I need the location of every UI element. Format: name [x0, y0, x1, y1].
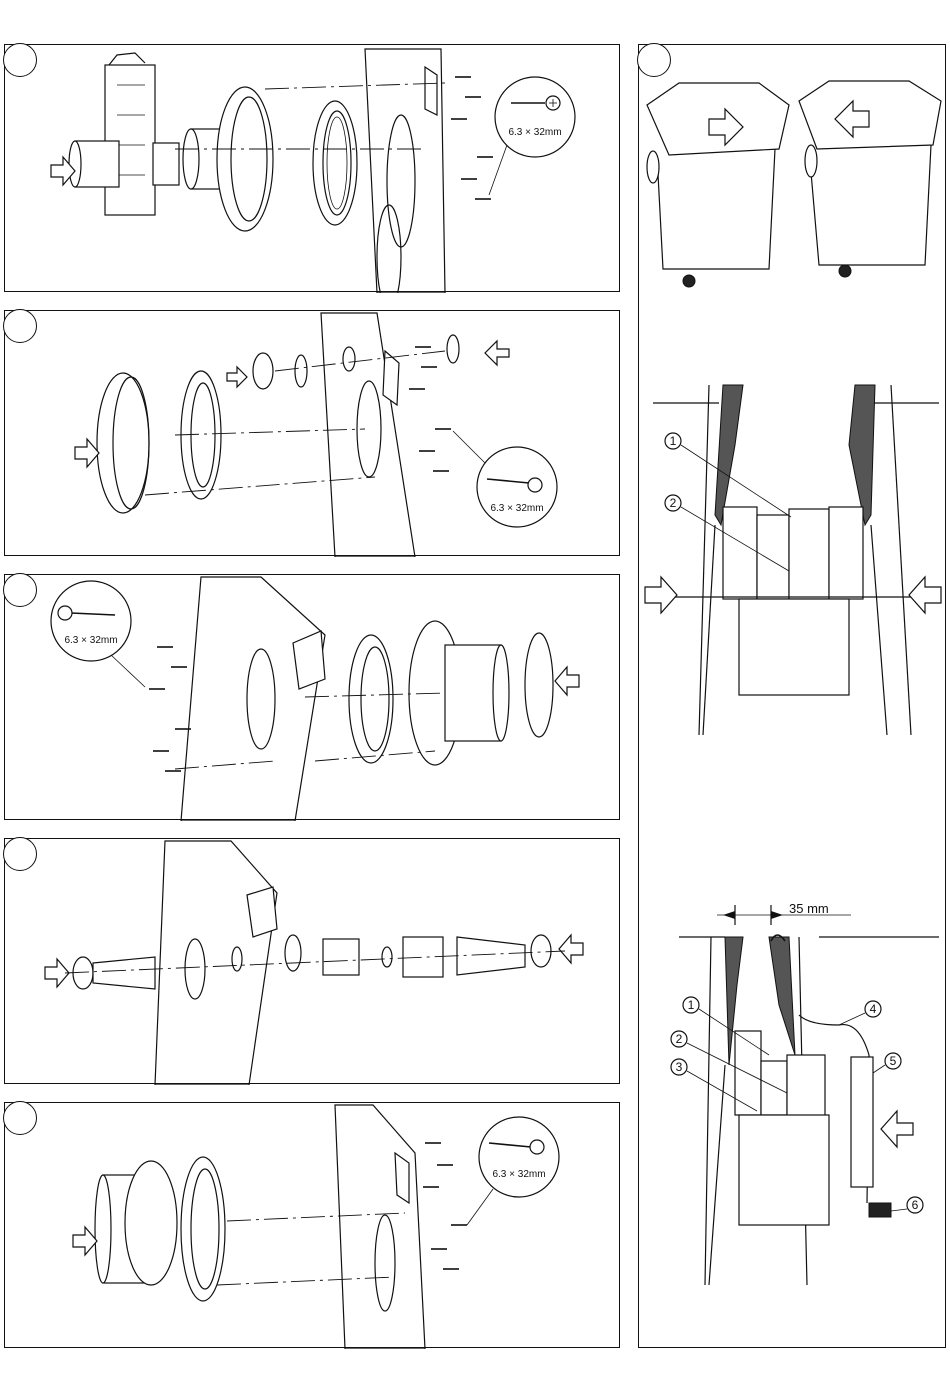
dimension-label: 35 mm: [789, 901, 829, 916]
hose-tail-left: [93, 957, 155, 989]
tank-wall: [335, 1105, 425, 1349]
bellows-part: [851, 1057, 873, 1187]
wall-flange: [185, 939, 205, 999]
cross-section-upper: 1 2: [645, 385, 941, 735]
flange-ring: [217, 87, 273, 231]
assembly-drawing-5: 6.3 × 32mm: [5, 1103, 621, 1349]
screw-detail-zoom: [51, 581, 131, 661]
cap-fitting: [447, 335, 459, 363]
wall-edge-bracket: [383, 351, 399, 405]
nut-right: [531, 935, 551, 967]
arrow-right-icon: [73, 1227, 97, 1255]
flange-ring: [97, 373, 149, 513]
small-connector: [253, 353, 273, 389]
step-panel-4: [4, 838, 620, 1084]
tank-wall: [181, 577, 325, 821]
screw-size-label: 6.3 × 32mm: [508, 127, 561, 138]
tank-right: [799, 81, 941, 277]
step-panel-6: 1 2 35 mm: [638, 44, 946, 1348]
screw-set: [409, 347, 451, 471]
nut-left: [73, 957, 93, 989]
callout-2-label: 2: [670, 496, 677, 510]
callout-3-label: 3: [676, 1060, 683, 1074]
screw-size-label: 6.3 × 32mm: [490, 503, 543, 514]
screw-set: [149, 647, 191, 771]
step-panel-3: 6.3 × 32mm: [4, 574, 620, 820]
arrow-right-icon: [75, 439, 99, 467]
cross-section-lower: 35 mm 1 2: [671, 901, 939, 1285]
arrow-right-icon: [227, 367, 247, 387]
step-panel-1: 6.3 × 32mm: [4, 44, 620, 292]
wall-edge-bracket: [247, 887, 277, 937]
drain-part: [869, 1203, 891, 1217]
tank-wall: [321, 313, 415, 557]
assembly-drawing-2: 6.3 × 32mm: [5, 311, 621, 557]
screw-detail-zoom: [477, 447, 557, 527]
step-panel-5: 6.3 × 32mm: [4, 1102, 620, 1348]
screw-size-label: 6.3 × 32mm: [492, 1169, 545, 1180]
arrow-left-icon: [555, 667, 579, 695]
hose-tail-right: [457, 937, 525, 975]
installation-detail-drawing: 1 2 35 mm: [639, 45, 947, 1349]
callout-4-label: 4: [870, 1002, 877, 1016]
wall-hole-large: [387, 115, 415, 247]
screw-detail-zoom: [479, 1117, 559, 1197]
step-panel-2: 6.3 × 32mm: [4, 310, 620, 556]
callout-1-label: 1: [670, 434, 677, 448]
assembly-drawing-4: [5, 839, 621, 1085]
o-ring: [525, 633, 553, 737]
o-ring: [382, 947, 392, 967]
arrow-left-icon: [559, 935, 583, 963]
screw-size-label: 6.3 × 32mm: [64, 635, 117, 646]
wall-edge-bracket: [425, 67, 437, 115]
wall-edge-bracket: [395, 1153, 409, 1203]
assembly-drawing-1: 6.3 × 32mm: [5, 45, 621, 293]
o-ring: [295, 355, 307, 387]
valve-body: [105, 65, 155, 215]
washer: [285, 935, 301, 971]
assembly-drawing-3: 6.3 × 32mm: [5, 575, 621, 821]
flange-ring: [125, 1161, 177, 1285]
tank-left: [647, 83, 789, 287]
callout-5-label: 5: [890, 1054, 897, 1068]
callout-2-label: 2: [676, 1032, 683, 1046]
arrow-right-icon: [645, 577, 677, 613]
wall-hole-large: [375, 1215, 395, 1311]
seal-flange: [349, 635, 393, 763]
wall-edge-bracket: [293, 631, 325, 689]
arrow-left-icon: [485, 341, 509, 365]
screw-set: [451, 77, 493, 199]
threaded-connector: [323, 939, 359, 975]
callout-1-label: 1: [688, 998, 695, 1012]
tank-wall: [155, 841, 277, 1085]
screw-set: [423, 1143, 467, 1269]
arrow-left-icon: [909, 577, 941, 613]
callout-6-label: 6: [912, 1198, 919, 1212]
wall-hole-large: [247, 649, 275, 749]
arrow-left-icon: [881, 1111, 913, 1147]
